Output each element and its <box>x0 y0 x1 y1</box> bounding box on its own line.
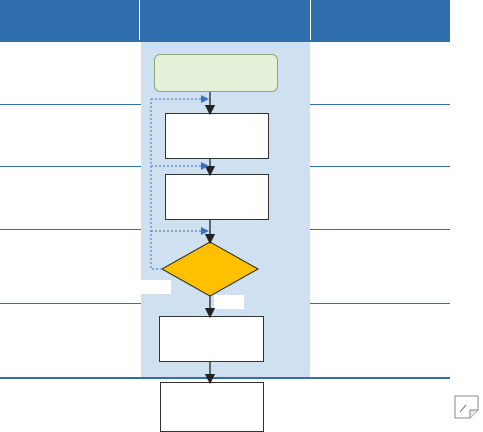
decision-diamond <box>160 241 260 297</box>
decision-no-label <box>141 280 171 294</box>
decision-yes-label <box>214 295 244 309</box>
process-step-1 <box>165 113 269 159</box>
row-divider-4 <box>0 303 141 304</box>
process-step-2 <box>165 174 269 220</box>
row-divider-1-right <box>310 104 450 105</box>
header-cell-3 <box>311 0 450 40</box>
header-cell-2 <box>140 0 311 40</box>
row-divider-1 <box>0 104 141 105</box>
row-divider-4-right <box>310 303 450 304</box>
row-divider-2-right <box>310 166 450 167</box>
row-divider-2 <box>0 166 141 167</box>
table-bottom-line <box>0 377 450 379</box>
page-curl-icon <box>454 395 479 419</box>
row-divider-3 <box>0 229 141 230</box>
start-node <box>154 54 278 92</box>
row-divider-3-right <box>310 229 450 230</box>
header-cell-1 <box>0 0 140 40</box>
header-divider <box>0 40 450 42</box>
loop-back-path <box>150 99 162 270</box>
